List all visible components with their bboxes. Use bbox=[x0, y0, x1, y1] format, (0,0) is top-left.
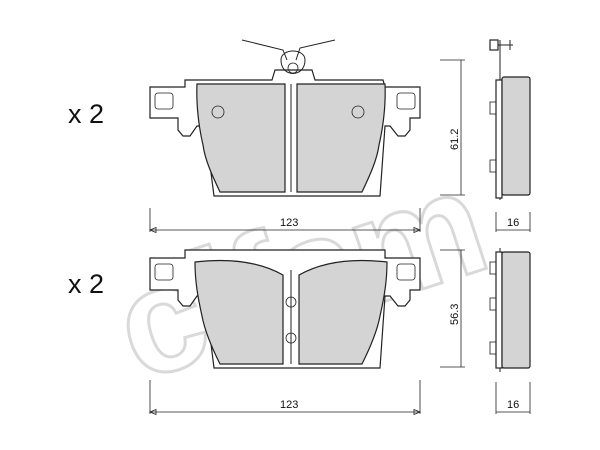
bottom-pad-side-view bbox=[489, 248, 531, 372]
top-pad-side-view bbox=[489, 39, 531, 200]
top-pad-width-label: 123 bbox=[280, 217, 298, 229]
top-pad-hole-right bbox=[351, 105, 365, 119]
top-pad-friction-material-right bbox=[296, 83, 386, 193]
bottom-pad-width-label: 123 bbox=[280, 399, 298, 411]
top-pad-hole-left bbox=[211, 105, 225, 119]
bottom-pad-hole-lower bbox=[285, 332, 297, 344]
bottom-pad-hole-upper bbox=[285, 296, 297, 308]
bottom-pad-friction-material-right bbox=[298, 259, 388, 365]
top-pad-left-ear bbox=[154, 92, 174, 110]
top-pad-width-dimension bbox=[148, 208, 422, 234]
bottom-pad-thickness-label: 16 bbox=[507, 399, 519, 411]
top-pad-friction-material bbox=[196, 83, 286, 193]
bottom-pad-thickness-dimension bbox=[495, 382, 531, 414]
bottom-pad-front-view bbox=[149, 249, 421, 369]
bottom-pad-quantity: x 2 bbox=[68, 269, 104, 299]
top-pad-spring-clip bbox=[241, 39, 336, 74]
top-pad-front-view bbox=[149, 39, 421, 197]
bottom-pad-friction-material bbox=[194, 259, 284, 365]
top-pad-side-friction bbox=[501, 76, 531, 196]
top-pad-height-dimension bbox=[440, 59, 465, 196]
top-pad-thickness-label: 16 bbox=[507, 217, 519, 229]
bottom-pad-side-friction bbox=[501, 251, 531, 369]
bottom-pad-right-ear bbox=[396, 263, 416, 281]
bottom-pad-width-dimension bbox=[148, 380, 422, 416]
top-pad-right-ear bbox=[396, 92, 416, 110]
top-pad-wear-sensor-tab bbox=[489, 39, 499, 51]
bottom-pad-left-ear bbox=[154, 263, 174, 281]
top-pad-quantity: x 2 bbox=[68, 99, 104, 129]
top-pad-clip-eye bbox=[287, 62, 299, 74]
top-pad-thickness-dimension bbox=[495, 212, 531, 232]
bottom-pad-height-dimension bbox=[440, 249, 465, 368]
top-pad-height-label: 61.2 bbox=[449, 129, 461, 150]
bottom-pad-height-label: 56.3 bbox=[449, 304, 461, 325]
